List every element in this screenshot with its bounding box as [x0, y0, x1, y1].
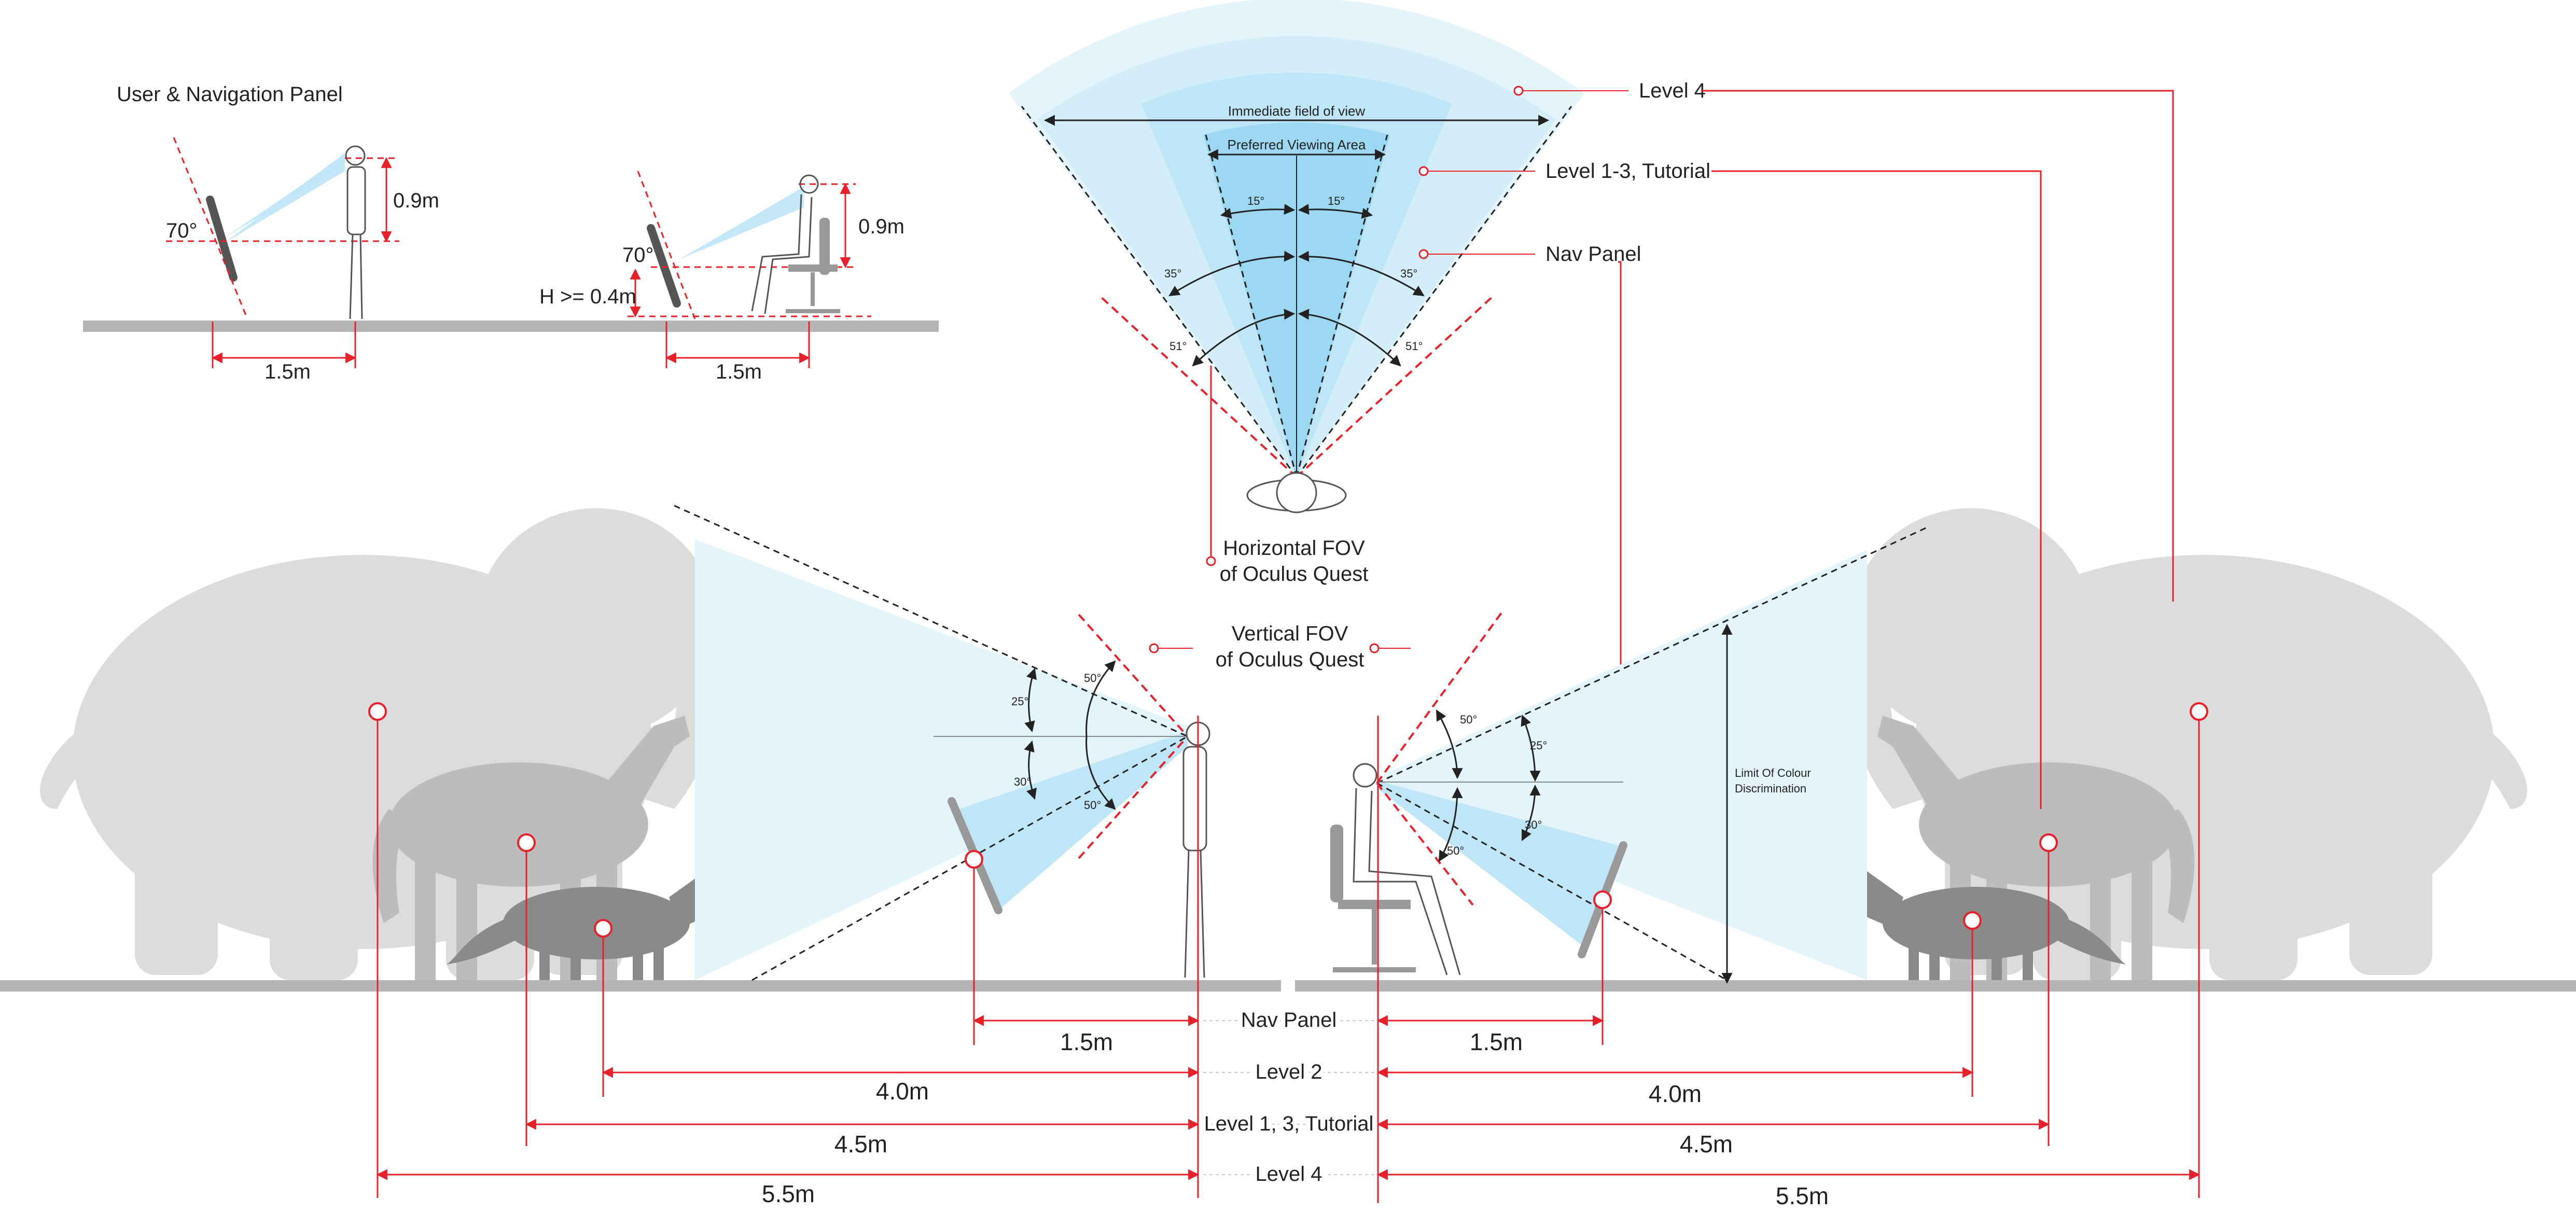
- bottom-dimensions: [376, 1015, 2201, 1180]
- nav-marker: [1418, 249, 1429, 259]
- angle-51-left: 51°: [1169, 340, 1187, 353]
- dist-right-4-5: 4.5m: [1680, 1131, 1733, 1158]
- standing-angle-label: 70°: [166, 219, 198, 242]
- vertical-fov-caption-1: Vertical FOV: [1232, 622, 1348, 645]
- horizontal-fov-caption-2: of Oculus Quest: [1220, 563, 1369, 585]
- vertical-fov-caption-2: of Oculus Quest: [1216, 648, 1364, 671]
- angle-15-right: 15°: [1328, 194, 1345, 207]
- angle-35-left: 35°: [1164, 267, 1181, 280]
- seated-angle-label: 70°: [622, 244, 654, 267]
- bottom-label-level4: Level 4: [1256, 1163, 1322, 1186]
- v-angle-25-left: 25°: [1011, 695, 1028, 708]
- v-angle-30-right: 30°: [1525, 818, 1542, 831]
- angle-35-right: 35°: [1400, 267, 1417, 280]
- standing-small-figure: [166, 137, 399, 368]
- dist-left-5-5: 5.5m: [762, 1180, 815, 1207]
- dist-left-4-5: 4.5m: [834, 1131, 887, 1158]
- standing-height-label: 0.9m: [393, 189, 439, 212]
- angle-15-left: 15°: [1247, 194, 1264, 207]
- horizontal-fov-caption-1: Horizontal FOV: [1223, 537, 1365, 560]
- limit-label-1: Limit Of Colour: [1735, 766, 1811, 779]
- vertical-fov-seated: [1330, 525, 1930, 981]
- v-angle-30-left: 30°: [1014, 775, 1031, 788]
- standing-distance-label: 1.5m: [264, 360, 311, 383]
- level-markers: [368, 702, 2208, 1203]
- horizontal-fov-fan: [1009, 0, 1584, 513]
- nav-callout: Nav Panel: [1545, 243, 1641, 266]
- dist-left-1-5: 1.5m: [1060, 1028, 1113, 1055]
- v-angle-50-right-top: 50°: [1460, 713, 1477, 726]
- dist-left-4-0: 4.0m: [876, 1078, 929, 1105]
- immediate-fov-label: Immediate field of view: [1228, 103, 1366, 119]
- v-angle-50-right-bottom: 50°: [1447, 844, 1464, 857]
- vertical-fov-standing: [674, 505, 1210, 981]
- nav-panel-icon: [206, 196, 238, 282]
- bottom-label-nav: Nav Panel: [1241, 1009, 1337, 1031]
- limit-label-2: Discrimination: [1735, 782, 1806, 795]
- seated-distance-label: 1.5m: [716, 360, 762, 383]
- angle-51-right: 51°: [1405, 340, 1423, 353]
- horse-left-icon: [372, 716, 690, 980]
- seated-height-label: 0.9m: [858, 215, 904, 238]
- level4-callout: Level 4: [1639, 79, 1706, 102]
- dist-right-4-0: 4.0m: [1649, 1080, 1702, 1107]
- nav-panel-icon-seated: [647, 224, 681, 308]
- v-angle-50-left-top: 50°: [1084, 672, 1101, 685]
- main-floor-left: [0, 980, 1281, 992]
- panel-floor: [83, 320, 939, 332]
- bottom-label-level2: Level 2: [1256, 1061, 1322, 1083]
- level4-marker: [1513, 86, 1524, 96]
- seated-small-figure: [628, 171, 871, 368]
- bottom-label-level13: Level 1, 3, Tutorial: [1204, 1112, 1374, 1135]
- main-floor-right: [1295, 980, 2576, 992]
- seated-min-height-label: H >= 0.4m: [539, 285, 636, 308]
- dist-right-1-5: 1.5m: [1470, 1028, 1523, 1055]
- dist-right-5-5: 5.5m: [1776, 1182, 1829, 1209]
- preferred-area-label: Preferred Viewing Area: [1228, 137, 1366, 152]
- v-angle-50-left-bottom: 50°: [1084, 799, 1101, 812]
- v-angle-25-right: 25°: [1530, 739, 1547, 752]
- level13-marker: [1418, 166, 1429, 176]
- level13-callout: Level 1-3, Tutorial: [1545, 160, 1710, 183]
- panel-title: User & Navigation Panel: [117, 83, 343, 106]
